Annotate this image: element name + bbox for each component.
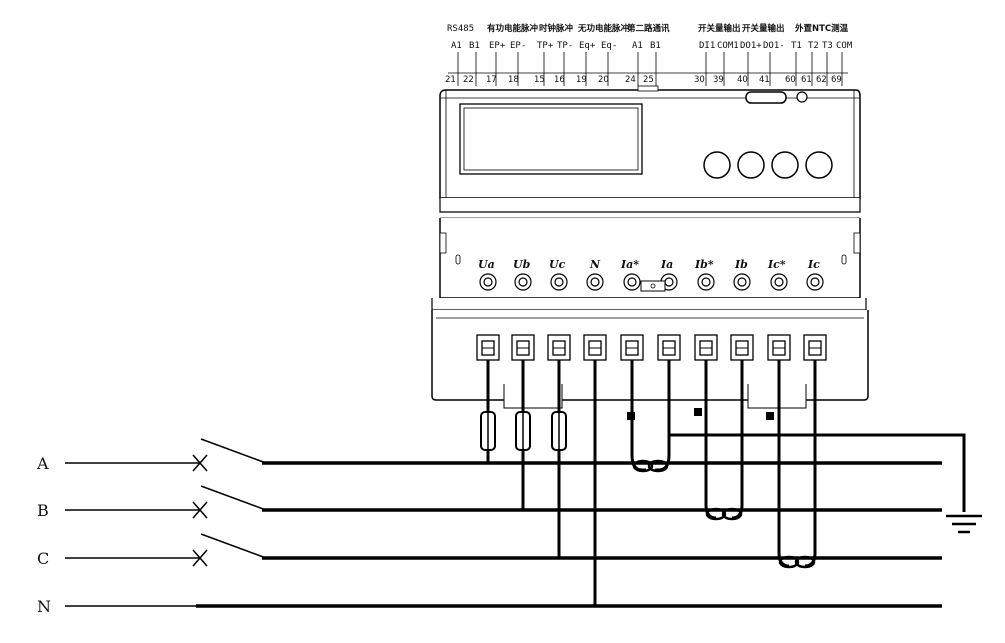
pin-numbers: 21 22 17 18 15 16 19 20 24 25 30 39 40 4… — [445, 75, 842, 85]
signal-label: B1 — [469, 41, 480, 51]
pin-bracket — [448, 52, 848, 86]
terminal-label-ia-star: Ia* — [620, 258, 639, 271]
pin-number: 40 — [737, 75, 748, 85]
signal-label: DO1- — [763, 41, 785, 51]
pin-number: 41 — [759, 75, 770, 85]
breaker-x-icon — [192, 454, 208, 472]
phase-label-b: B — [37, 501, 49, 520]
breaker-x-icon — [192, 549, 208, 567]
group-label-switch-output-1: 开关量输出 — [698, 23, 741, 34]
signal-label: Eq+ — [579, 41, 596, 51]
pin-number: 15 — [534, 75, 545, 85]
terminal-label-ub: Ub — [513, 258, 531, 271]
signal-label: TP- — [557, 41, 573, 51]
meter-body — [431, 85, 869, 409]
signal-label: COM1 — [717, 41, 739, 51]
signal-label: COM — [836, 41, 853, 51]
pin-number: 21 — [445, 75, 456, 85]
wire-terminal-blocks — [476, 334, 827, 361]
pin-number: 20 — [598, 75, 609, 85]
terminal-screws — [479, 273, 824, 291]
front-terminal-labels: Ua Ub Uc N Ia* Ia Ib* Ib Ic* Ic — [478, 258, 820, 271]
pin-number: 22 — [463, 75, 474, 85]
group-label-active-pulse: 有功电能脉冲 — [487, 23, 539, 34]
group-label-ntc: 外置NTC测温 — [794, 23, 849, 34]
terminal-label-ua: Ua — [478, 258, 495, 271]
terminal-label-uc: Uc — [549, 258, 566, 271]
terminal-label-ic: Ic — [807, 258, 820, 271]
breaker-x-icon — [192, 501, 208, 519]
pin-number: 69 — [831, 75, 842, 85]
signal-label: DI1 — [699, 41, 715, 51]
pin-number: 39 — [713, 75, 724, 85]
phase-label-c: C — [37, 549, 49, 568]
pin-number: 62 — [816, 75, 827, 85]
signal-label: Eq- — [601, 41, 617, 51]
terminal-label-ib-star: Ib* — [694, 258, 714, 271]
group-label-reactive-pulse: 无功电能脉冲 — [577, 23, 630, 34]
status-led — [796, 91, 808, 103]
meter-button-3 — [771, 151, 799, 179]
signal-label: DO1+ — [740, 41, 762, 51]
signal-label: T1 — [791, 41, 802, 51]
meter-button-2 — [737, 151, 765, 179]
signal-label: A1 — [632, 41, 643, 51]
phase-lines — [65, 438, 942, 608]
phase-label-a: A — [36, 454, 49, 473]
signal-label: TP+ — [537, 41, 554, 51]
signal-label: T2 — [808, 41, 819, 51]
group-label-rs485: RS485 — [447, 24, 474, 34]
signal-label: A1 — [451, 41, 462, 51]
terminal-label-ia: Ia — [660, 258, 673, 271]
pin-number: 24 — [625, 75, 636, 85]
ground-icon — [946, 514, 982, 534]
phase-label-n: N — [37, 597, 51, 616]
meter-button-1 — [703, 151, 731, 179]
group-label-clock-pulse: 时钟脉冲 — [539, 23, 574, 34]
wiring — [480, 360, 982, 606]
meter-button-4 — [805, 151, 833, 179]
comm-port — [745, 91, 787, 104]
group-label-second-comm: 第二路通讯 — [627, 23, 670, 34]
terminal-label-n: N — [589, 258, 601, 271]
signal-label: B1 — [650, 41, 661, 51]
pin-number: 61 — [801, 75, 812, 85]
terminal-label-ib: Ib — [734, 258, 748, 271]
signal-label: T3 — [822, 41, 833, 51]
pin-number: 16 — [554, 75, 565, 85]
terminal-label-ic-star: Ic* — [767, 258, 786, 271]
pin-number: 25 — [643, 75, 654, 85]
pin-number: 17 — [486, 75, 497, 85]
front-buttons — [703, 151, 833, 179]
top-header-labels: RS485 有功电能脉冲 时钟脉冲 无功电能脉冲 第二路通讯 开关量输出 开关量… — [447, 23, 849, 34]
signal-labels: A1 B1 EP+ EP- TP+ TP- Eq+ Eq- A1 B1 DI1 … — [451, 41, 853, 51]
phase-labels: A B C N — [36, 454, 51, 616]
pin-number: 30 — [694, 75, 705, 85]
pin-number: 19 — [576, 75, 587, 85]
signal-label: EP+ — [489, 41, 506, 51]
signal-label: EP- — [510, 41, 526, 51]
pin-number: 18 — [508, 75, 519, 85]
group-label-switch-output-2: 开关量输出 — [742, 23, 785, 34]
pin-number: 60 — [785, 75, 796, 85]
